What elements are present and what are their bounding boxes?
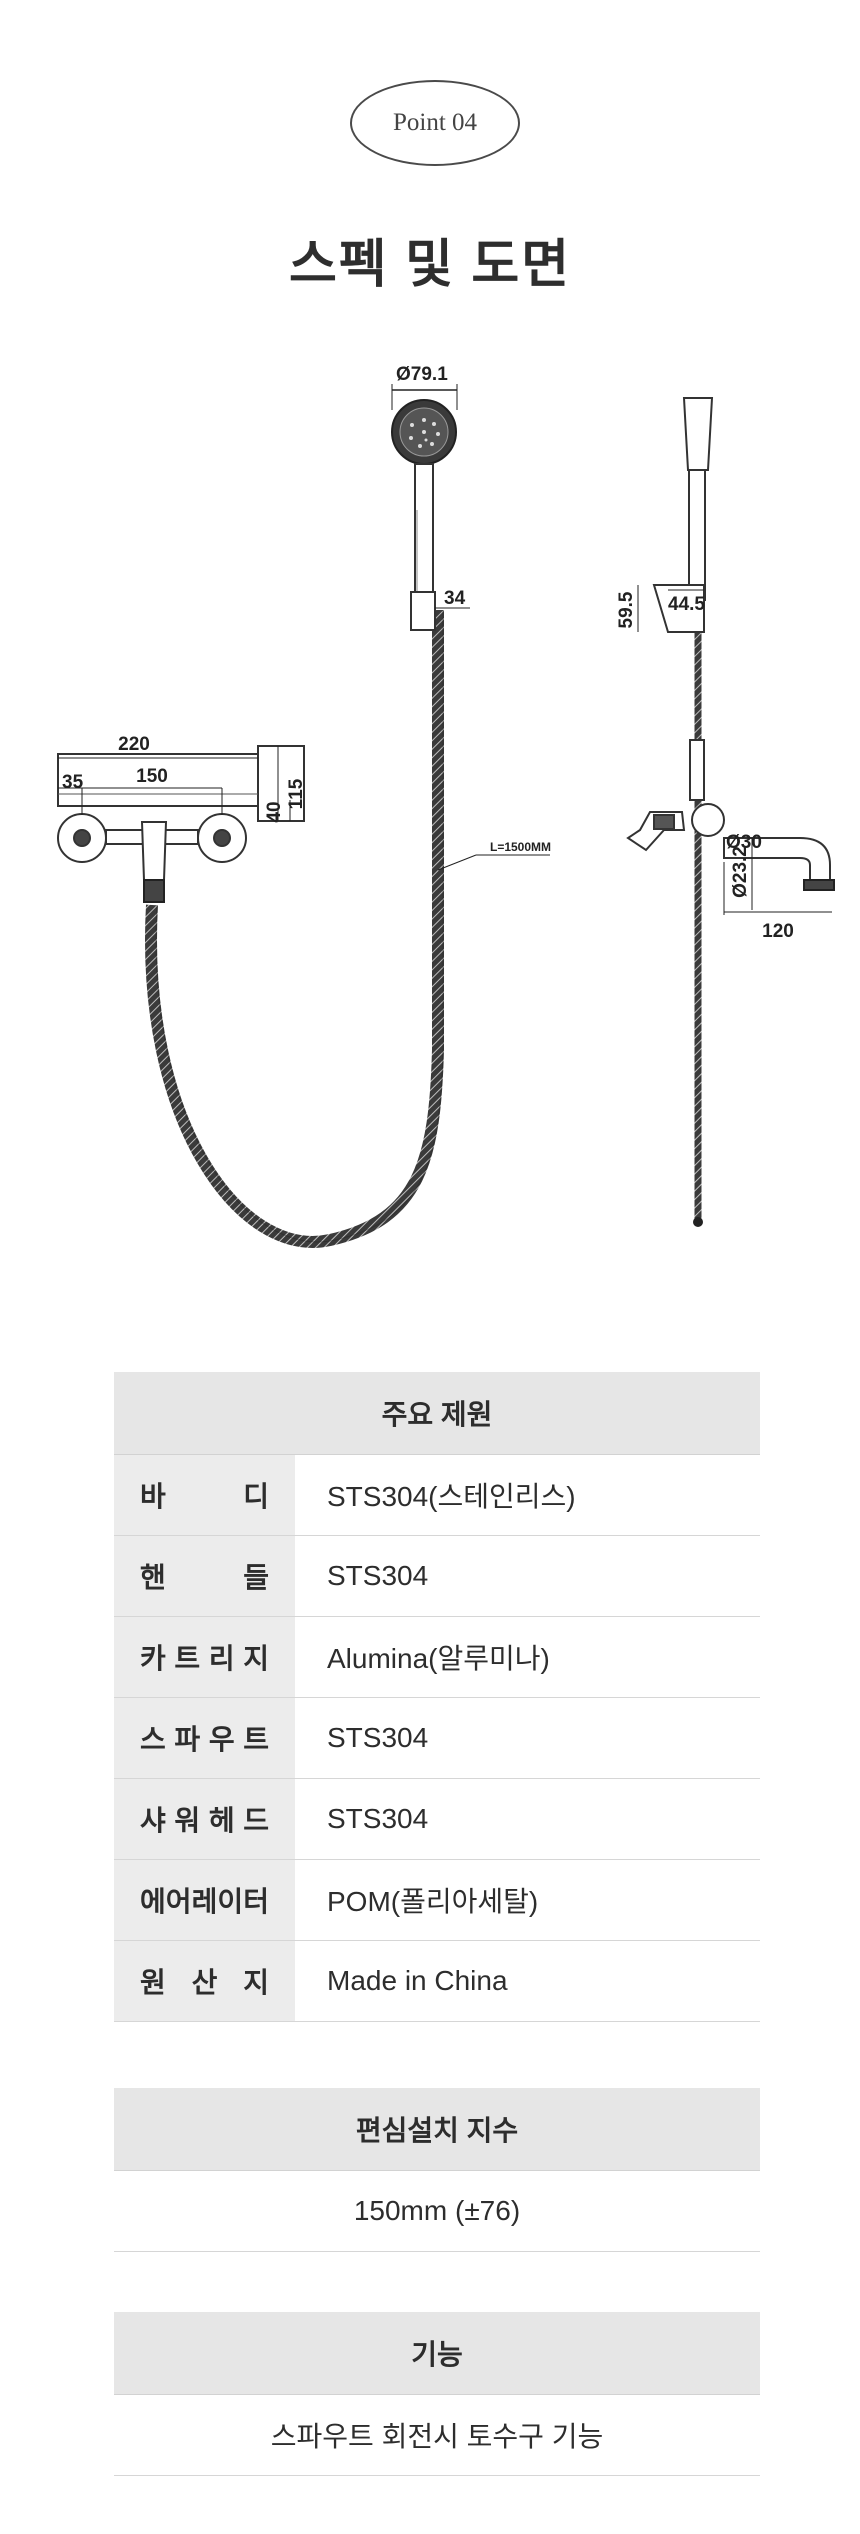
shower-head: [391, 399, 457, 603]
hose: [145, 610, 444, 1248]
dim-center-distance: 150: [136, 766, 168, 787]
spec-value: Made in China: [295, 1940, 760, 2022]
page-title: 스펙 및 도면: [288, 236, 572, 294]
spec-label-char: 어: [165, 1885, 192, 1917]
dim-holder-width: 34: [444, 588, 466, 609]
feature-value: 스파우트 회전시 토수구 기능: [114, 2394, 760, 2476]
dim-head-dia: Ø79.1: [396, 364, 448, 385]
spec-label-char: 샤: [140, 1804, 166, 1836]
spec-label-char: 레: [191, 1885, 218, 1917]
mixer-body: [57, 745, 305, 903]
dim-hose-length: L=1500MM: [490, 840, 551, 854]
spec-label-char: 트: [243, 1723, 269, 1755]
spec-label-char: 터: [243, 1885, 269, 1917]
spec-label-char: 카: [140, 1642, 166, 1674]
dim-holder-depth: 44.5: [668, 594, 705, 615]
spec-label-char: 헤: [208, 1804, 235, 1836]
offset-table: 편심설치 지수 150mm (±76): [114, 2088, 760, 2252]
side-view: [626, 397, 835, 1227]
spec-label-char: 드: [243, 1804, 269, 1836]
spec-value: STS304: [295, 1778, 760, 1860]
spec-label-char: 산: [191, 1966, 218, 1998]
spec-label-char: 들: [243, 1561, 269, 1593]
spec-label-char: 파: [174, 1723, 201, 1755]
spec-label-char: 우: [208, 1723, 235, 1755]
dim-body-height: 115: [286, 778, 307, 809]
dim-body-width: 220: [118, 734, 150, 755]
dim-spout-dia: Ø30: [726, 832, 762, 853]
spec-value: STS304(스테인리스): [295, 1454, 760, 1536]
spec-value: STS304: [295, 1697, 760, 1779]
spec-value: Alumina(알루미나): [295, 1616, 760, 1698]
point-badge: Point 04: [350, 80, 520, 166]
dim-spout-outlet-dia: Ø23.2: [730, 846, 751, 898]
dim-body-depth: 40: [264, 801, 285, 822]
dim-cap-width: 35: [62, 772, 84, 793]
spec-label-char: 리: [208, 1642, 235, 1674]
dim-holder-height: 59.5: [616, 591, 637, 628]
front-view: [57, 384, 550, 1248]
spec-label-char: 트: [174, 1642, 201, 1674]
spec-value: POM(폴리아세탈): [295, 1859, 760, 1941]
spec-label-char: 에: [140, 1885, 166, 1917]
offset-value: 150mm (±76): [114, 2170, 760, 2252]
spec-label-char: 지: [243, 1966, 269, 1998]
spec-label-char: 지: [243, 1642, 269, 1674]
spec-label-char: 워: [174, 1804, 201, 1836]
technical-drawing: Ø79.1 34 220 150 35 115 40 L=1500MM 59.5…: [40, 360, 835, 1248]
hose-holder: [410, 591, 436, 631]
spec-value: STS304: [295, 1535, 760, 1617]
offset-table-header: 편심설치 지수: [114, 2088, 760, 2171]
spec-label-char: 원: [140, 1966, 166, 1998]
spec-label-char: 바: [140, 1480, 166, 1512]
spec-label-char: 핸: [140, 1561, 166, 1593]
spec-label-char: 이: [217, 1885, 244, 1917]
spec-table-header: 주요 제원: [114, 1372, 760, 1455]
technical-drawing-svg: Ø79.1 34 220 150 35 115 40 L=1500MM 59.5…: [57, 364, 835, 1248]
feature-table-header: 기능: [114, 2312, 760, 2395]
feature-table: 기능 스파우트 회전시 토수구 기능: [114, 2312, 760, 2476]
dim-spout-length: 120: [762, 921, 794, 942]
spec-label-char: 디: [243, 1480, 269, 1512]
spec-label-char: 스: [140, 1723, 166, 1755]
